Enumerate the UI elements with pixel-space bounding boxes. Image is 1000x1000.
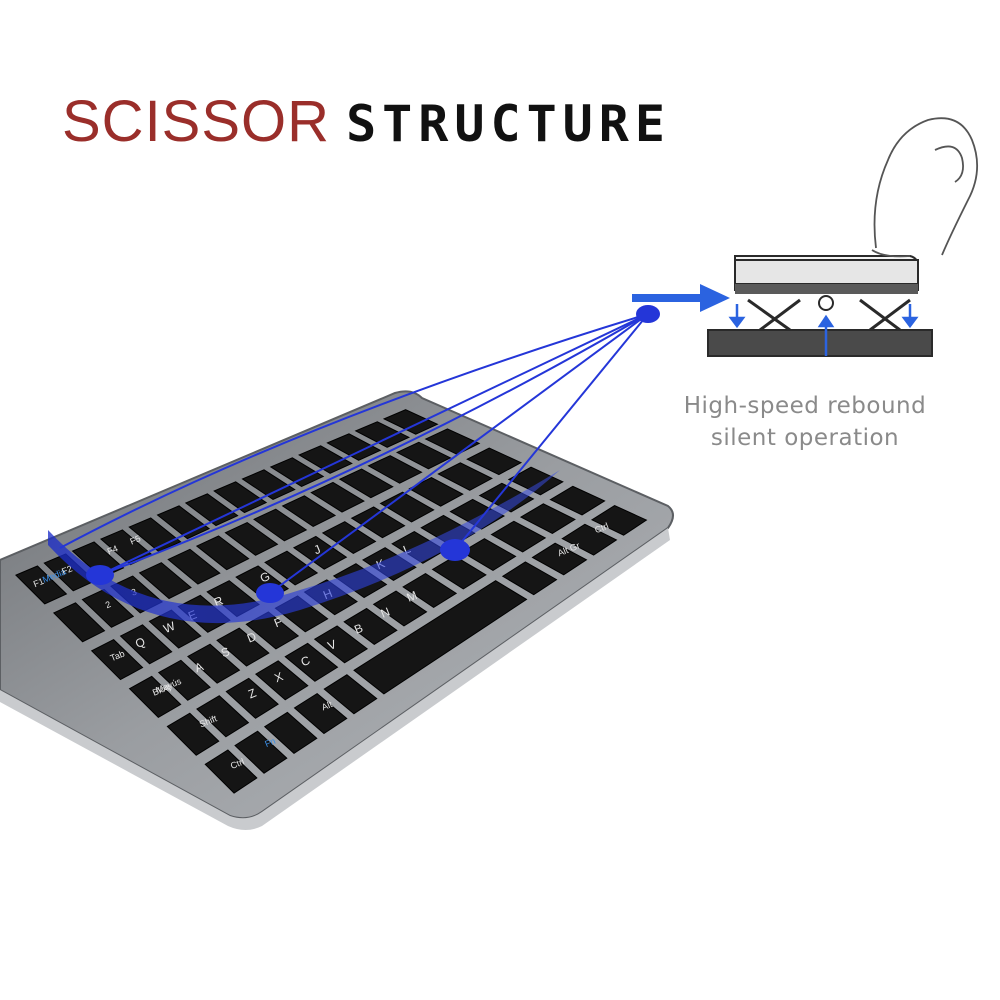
key (549, 485, 606, 516)
key (343, 607, 398, 645)
key (254, 660, 309, 701)
key-highlight-dot (256, 583, 284, 603)
key-legend-fn: Fn (263, 736, 276, 749)
page-title: SCISSOR STRUCTURE (62, 88, 671, 155)
key (321, 521, 377, 555)
key (590, 504, 648, 536)
key (119, 624, 173, 665)
key (408, 476, 464, 507)
key-legend-f4: F4 (106, 543, 119, 556)
key (204, 749, 258, 794)
keyboard-bevel (0, 528, 670, 830)
key (466, 447, 523, 476)
key (15, 565, 68, 605)
key (138, 562, 192, 600)
pointer-arrow-icon (632, 284, 730, 312)
title-part-scissor: SCISSOR (62, 89, 331, 154)
keyboard: F1MediaF2F4F523QWERGJASDFHKLZXCVBNMTabBl… (0, 390, 674, 830)
key (264, 550, 319, 586)
key (350, 506, 406, 539)
key (338, 468, 394, 499)
finger-icon (871, 117, 979, 258)
key (561, 523, 618, 556)
key-legend-f1: F1 (32, 576, 45, 589)
key (167, 548, 221, 585)
key (402, 573, 458, 608)
scissor-mechanism-icon (707, 255, 933, 357)
key (293, 692, 348, 735)
key (225, 677, 279, 719)
key (298, 445, 353, 474)
key (166, 712, 220, 756)
key (234, 730, 288, 774)
key (213, 481, 268, 514)
key (281, 495, 337, 528)
key (195, 535, 250, 571)
key-legend-ctrl: Ctrl (229, 756, 246, 771)
key (531, 542, 588, 576)
key-legend-f5: F5 (128, 533, 141, 546)
highlight-lines (59, 313, 649, 594)
key (490, 520, 547, 553)
key (224, 521, 279, 556)
key (367, 455, 423, 484)
key (395, 441, 452, 470)
key (90, 638, 144, 681)
key (292, 535, 348, 570)
caption-line-1: High-speed rebound (683, 393, 927, 419)
key (263, 711, 318, 755)
key (52, 602, 106, 643)
key-legend-j: J (312, 542, 323, 557)
key (501, 561, 558, 596)
source-dot (636, 305, 660, 323)
key (269, 457, 325, 487)
key (379, 491, 435, 523)
key-highlight-dot (440, 539, 470, 561)
key (184, 493, 239, 527)
key-legend-ctrl_right: Ctrl (593, 521, 610, 536)
key (313, 625, 369, 664)
key-legend-m: M (405, 588, 420, 605)
caption-line-2: silent operation (710, 425, 900, 451)
key-travel-arc (48, 470, 560, 624)
key (372, 590, 428, 627)
key-highlight-dot (86, 565, 114, 585)
key (196, 695, 250, 738)
key (519, 503, 576, 535)
key-legend-num2: 2 (104, 599, 112, 610)
key (326, 433, 382, 461)
key (431, 555, 487, 590)
key (81, 588, 135, 628)
key-legend-alt: Alt (320, 699, 334, 712)
key (437, 462, 493, 491)
key (241, 469, 296, 501)
key (323, 674, 378, 715)
key (284, 642, 339, 682)
space-bar-key (353, 580, 528, 695)
key (216, 627, 270, 667)
key (310, 481, 365, 513)
title-part-structure: STRUCTURE (346, 95, 671, 153)
key (354, 421, 411, 448)
key (156, 505, 211, 540)
key (128, 675, 182, 719)
key (253, 508, 308, 542)
key-legend-l: L (401, 541, 413, 557)
key (461, 538, 517, 572)
key (187, 643, 241, 684)
key (157, 659, 211, 701)
